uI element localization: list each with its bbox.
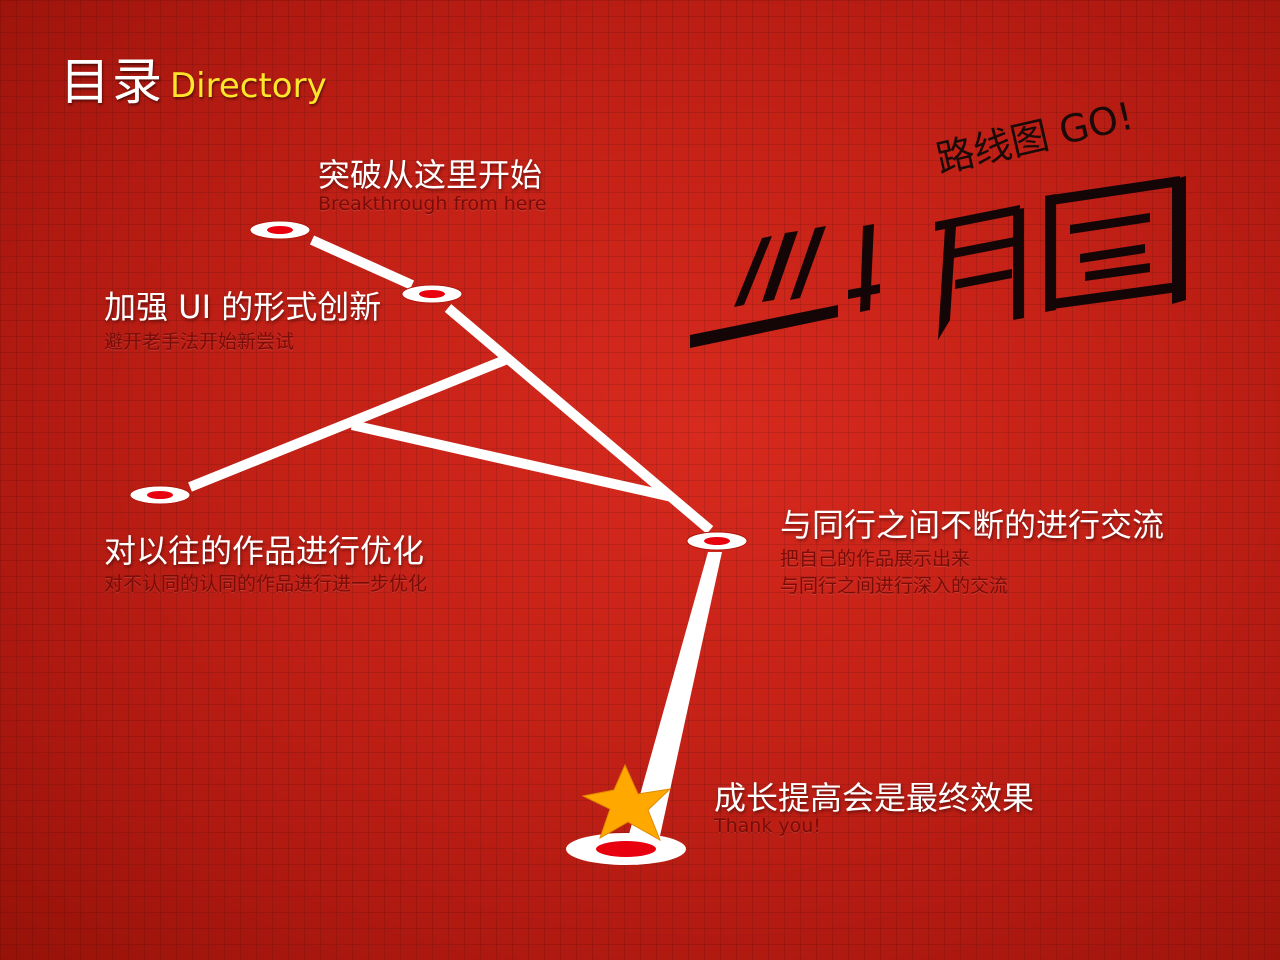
step-4-title: 与同行之间不断的进行交流 — [780, 506, 1165, 544]
node-2 — [401, 284, 463, 304]
node-5 — [566, 833, 686, 865]
step-5-subtitle: Thank you! — [714, 815, 821, 837]
step-4-subtitle-line1: 把自己的作品展示出来 — [780, 548, 971, 570]
step-1-title: 突破从这里开始 — [318, 156, 543, 194]
step-4-subtitle-line2: 与同行之间进行深入的交流 — [780, 575, 1009, 597]
roadmap-lines — [188, 235, 714, 534]
path-cross — [350, 420, 674, 502]
path-4-5 — [626, 552, 722, 845]
page-title: 目录 — [60, 53, 164, 111]
step-1-subtitle: Breakthrough from here — [318, 193, 547, 215]
node-3 — [129, 485, 191, 505]
path-branch-3 — [188, 355, 507, 492]
path-1-2 — [309, 235, 415, 290]
step-3-title: 对以往的作品进行优化 — [104, 532, 425, 570]
roadmap-logo — [690, 176, 1186, 348]
step-2-subtitle: 避开老手法开始新尝试 — [104, 331, 295, 353]
node-1 — [249, 220, 311, 240]
step-3-subtitle: 对不认同的认同的作品进行进一步优化 — [104, 573, 428, 595]
page-title-english: Directory — [170, 66, 327, 106]
star-icon — [581, 763, 672, 842]
step-5-title: 成长提高会是最终效果 — [714, 779, 1035, 817]
node-4 — [686, 531, 748, 551]
step-2-title: 加强 UI 的形式创新 — [104, 288, 382, 326]
